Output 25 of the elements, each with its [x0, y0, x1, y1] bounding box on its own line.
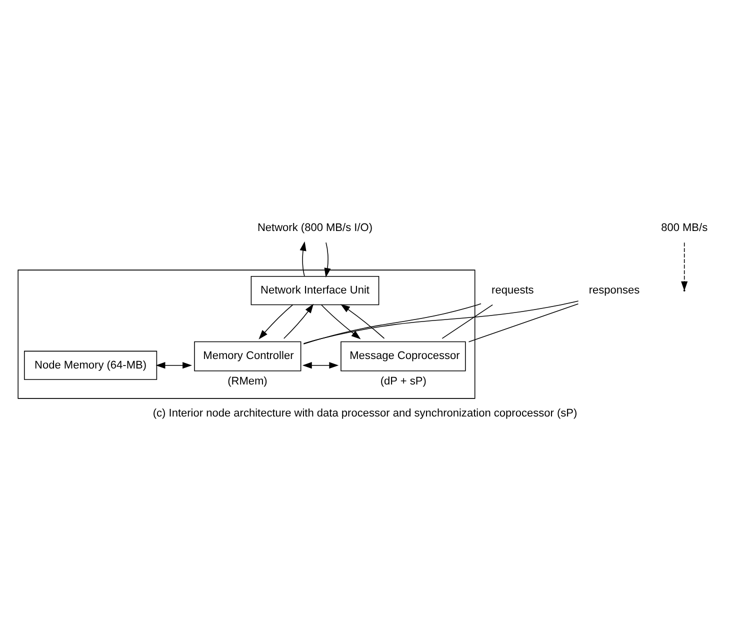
arrow — [156, 362, 192, 369]
node-box: Message Coprocessor — [340, 341, 466, 372]
arrow — [258, 304, 294, 340]
node-text: 800 MB/s — [661, 222, 708, 234]
arrow — [284, 304, 314, 339]
arrow — [324, 242, 331, 278]
node-text: responses — [588, 284, 640, 296]
node-box: Memory Controller — [194, 341, 302, 372]
caption: (c) Interior node architecture with data processor and synchronization coprocessor (sP) — [152, 408, 578, 420]
connector — [442, 304, 493, 339]
cluster — [18, 270, 476, 399]
arrow — [302, 362, 339, 369]
arrow — [320, 304, 361, 340]
node-box: Network Interface Unit — [250, 276, 380, 306]
connector — [303, 303, 482, 344]
connector — [468, 303, 579, 342]
node-label: (RMem) — [228, 375, 268, 388]
connector — [303, 300, 579, 344]
arrow — [681, 242, 688, 291]
node-text: Network (800 MB/s I/O) — [257, 222, 373, 234]
arrow — [300, 241, 306, 277]
node-box: Node Memory (64-MB) — [24, 350, 158, 380]
node-text: requests — [492, 284, 534, 296]
node-label: (dP + sP) — [380, 375, 426, 388]
arrow — [340, 304, 385, 339]
